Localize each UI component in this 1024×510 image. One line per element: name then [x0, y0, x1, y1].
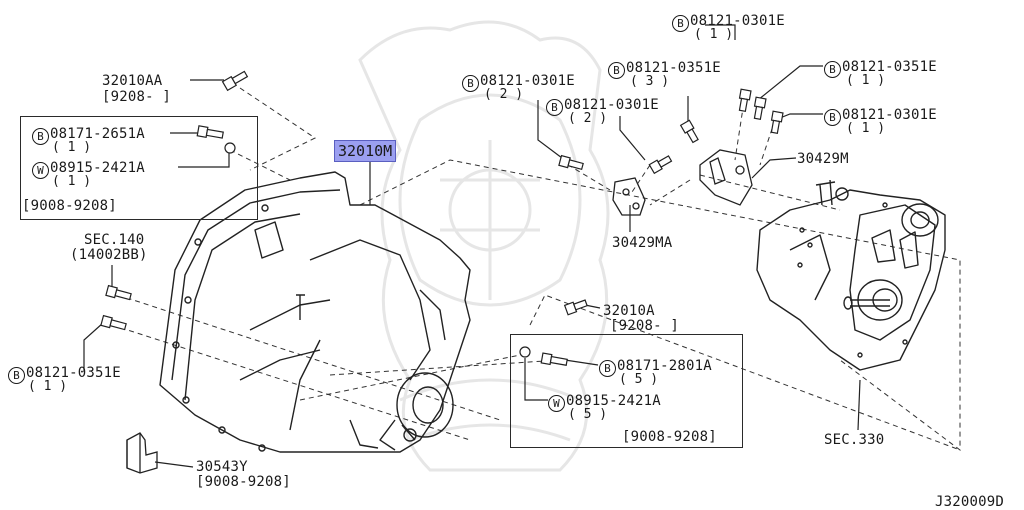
label-box2-washer-qty: ( 5 ) [568, 407, 608, 422]
label-32010aa: 32010AA [102, 73, 163, 89]
bolt-symbol-icon: B [599, 360, 616, 377]
label-sec140-sub: (14002BB) [70, 247, 148, 263]
label-32010a: 32010A [603, 303, 655, 319]
label-box1-bolt-qty: ( 1 ) [52, 140, 92, 155]
watermark-emblem [358, 20, 610, 472]
bolt-symbol-icon: B [672, 15, 689, 32]
washer-symbol-icon: W [548, 395, 565, 412]
highlighted-part-32010m[interactable]: 32010M [334, 140, 397, 162]
bolt-top [738, 88, 752, 112]
bolt-box2 [540, 352, 568, 366]
label-30429ma: 30429MA [612, 235, 673, 251]
bolt-b [679, 119, 699, 144]
group-box-1 [20, 116, 258, 220]
bolt-32010a [563, 299, 588, 316]
label-sec140: SEC.140 [84, 232, 145, 248]
label-bolt-a-qty: ( 2 ) [484, 87, 524, 102]
label-32010aa-date: [9208- ] [102, 89, 172, 105]
label-bolt-b-qty: ( 3 ) [630, 74, 670, 89]
label-bolt-right1-qty: ( 1 ) [846, 73, 886, 88]
bolt-left [100, 314, 127, 331]
bolt-symbol-icon: B [608, 62, 625, 79]
label-box1-date: [9008-9208] [22, 198, 117, 214]
bracket-30429ma [612, 177, 646, 216]
label-box2-bolt-qty: ( 5 ) [619, 372, 659, 387]
part-30543y [126, 432, 158, 474]
transmission-case [159, 171, 471, 453]
bolt-right2 [770, 110, 784, 134]
bolt-symbol-icon: B [546, 99, 563, 116]
bolt-right1 [753, 96, 767, 120]
bracket-30429m [699, 149, 753, 206]
label-bolt-right2-qty: ( 1 ) [846, 121, 886, 136]
label-30543y: 30543Y [196, 459, 248, 475]
group-box-2 [510, 334, 743, 448]
bolt-box1 [196, 125, 224, 139]
bolts [100, 70, 784, 366]
label-bolt-top-qty: ( 1 ) [694, 27, 734, 42]
diagram-id: J320009D [935, 494, 1005, 510]
bolt-c [648, 155, 673, 175]
bolt-symbol-icon: B [8, 367, 25, 384]
bolt-symbol-icon: B [32, 128, 49, 145]
bolt-sec140 [105, 284, 132, 301]
dashed-leaders [111, 87, 961, 451]
bolt-symbol-icon: B [824, 61, 841, 78]
label-30429m: 30429M [797, 151, 849, 167]
label-box2-date: [9008-9208] [622, 429, 717, 445]
label-30543y-date: [9008-9208] [196, 474, 291, 490]
bolt-symbol-icon: B [824, 109, 841, 126]
label-left-bolt-qty: ( 1 ) [28, 379, 68, 394]
bolt-32010aa [221, 70, 249, 92]
label-sec330: SEC.330 [824, 432, 885, 448]
transmission-assembly [756, 179, 946, 371]
washer-box2 [519, 346, 531, 358]
bolt-symbol-icon: B [462, 75, 479, 92]
washer-box1 [224, 142, 236, 154]
label-box1-washer-qty: ( 1 ) [52, 174, 92, 189]
washer-symbol-icon: W [32, 162, 49, 179]
label-32010a-date: [9208- ] [610, 318, 680, 334]
label-bolt-c-qty: ( 2 ) [568, 111, 608, 126]
bolt-a [558, 154, 584, 171]
